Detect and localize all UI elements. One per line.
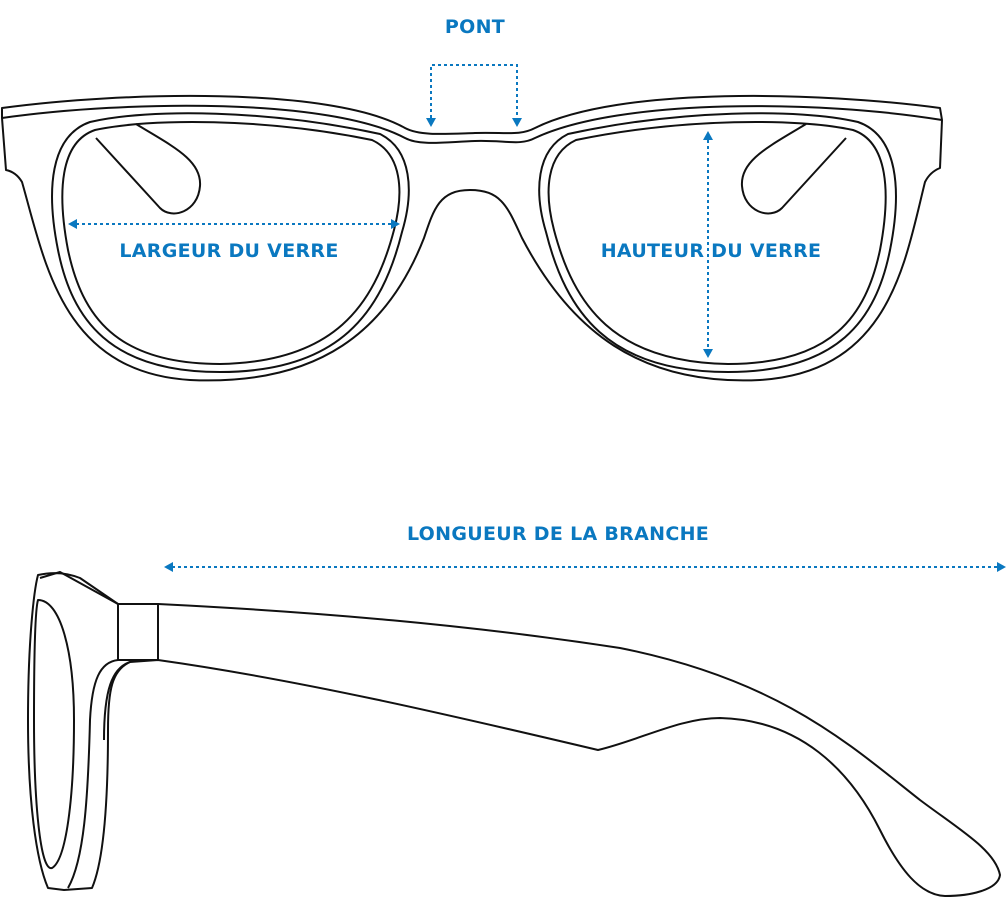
bridge-dimension	[426, 64, 522, 127]
arrow-up-icon	[703, 131, 713, 140]
temple-length-dimension	[164, 562, 1006, 572]
lens-width-dimension	[68, 219, 400, 229]
arrow-right-icon	[997, 562, 1006, 572]
arrow-down-icon	[426, 118, 436, 127]
arrow-right-icon	[391, 219, 400, 229]
bridge-label: PONT	[444, 16, 506, 38]
arrow-down-icon	[512, 118, 522, 127]
temple-length-label: LONGUEUR DE LA BRANCHE	[406, 523, 710, 545]
arrow-left-icon	[164, 562, 173, 572]
arrow-down-icon	[703, 349, 713, 358]
lens-height-dimension	[703, 131, 713, 358]
arrow-left-icon	[68, 219, 77, 229]
lens-height-label: HAUTEUR DU VERRE	[600, 240, 822, 262]
front-view-frame	[1, 94, 943, 382]
side-view-frame	[27, 571, 1001, 897]
lens-width-label: LARGEUR DU VERRE	[119, 240, 339, 262]
